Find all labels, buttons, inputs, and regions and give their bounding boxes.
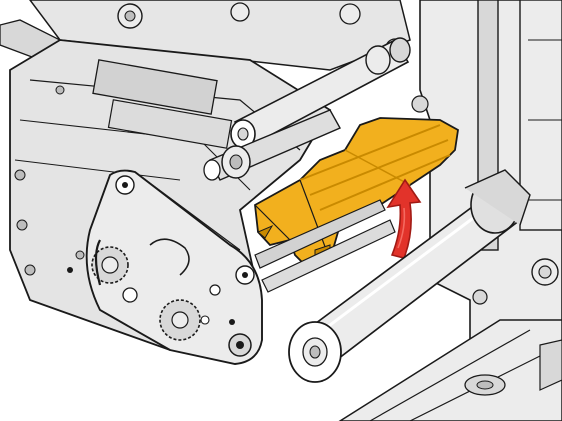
upward-arrow-icon bbox=[386, 178, 422, 259]
base-plates bbox=[338, 319, 562, 421]
platen-roller bbox=[288, 169, 531, 383]
upper-roller bbox=[230, 37, 411, 149]
middle-shaft bbox=[203, 109, 341, 181]
side-plate bbox=[67, 169, 263, 365]
lower-shafts bbox=[254, 199, 396, 293]
